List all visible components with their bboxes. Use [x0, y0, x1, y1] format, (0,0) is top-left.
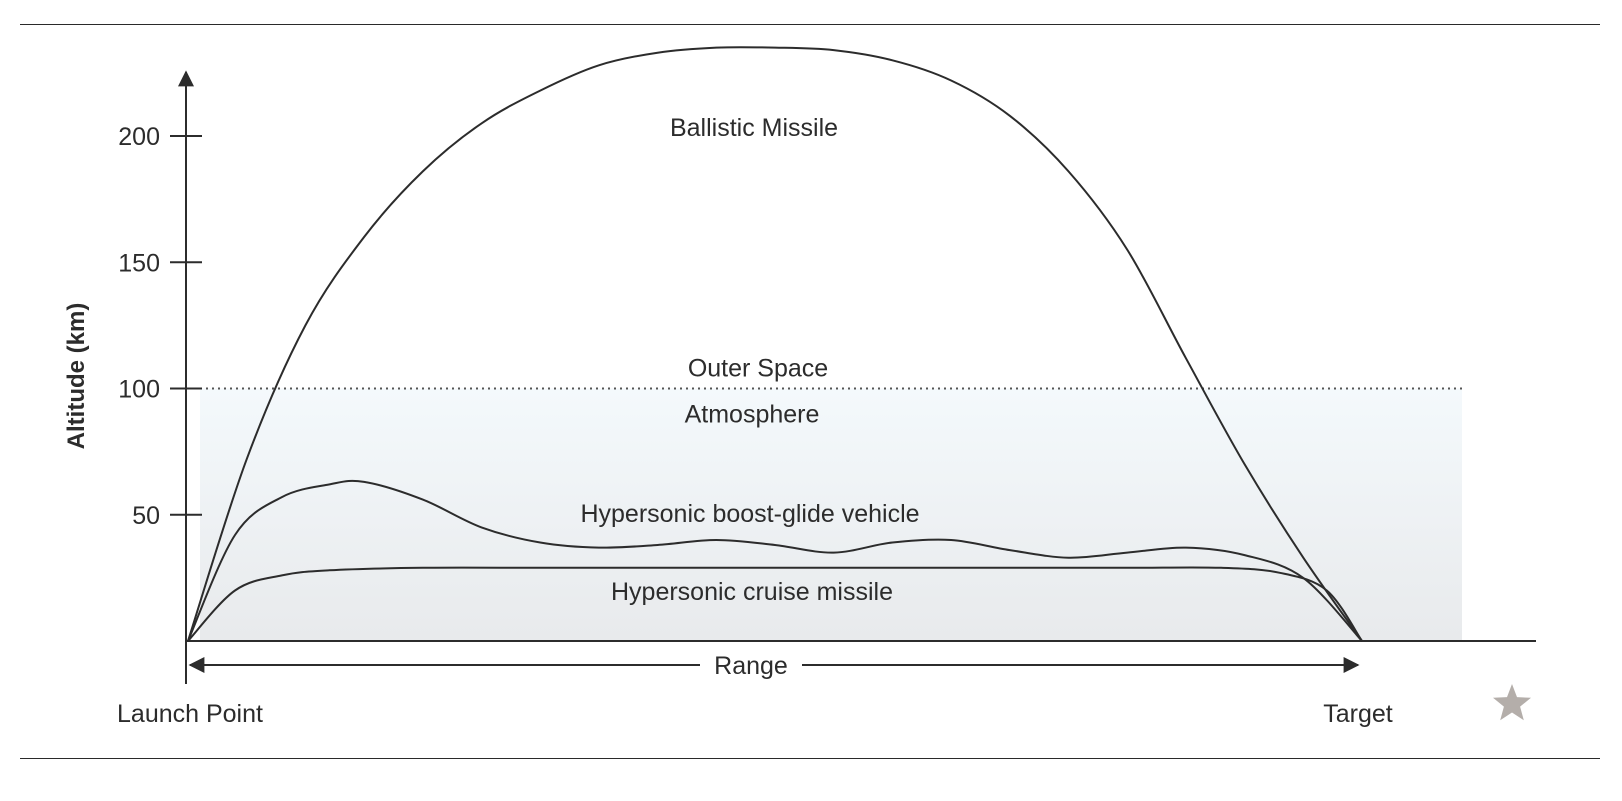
atmosphere-label: Atmosphere [685, 401, 820, 429]
y-tick-label: 100 [118, 376, 160, 404]
range-label: Range [714, 652, 788, 680]
boost-glide-curve [187, 479, 1363, 642]
boost-glide-label: Hypersonic boost-glide vehicle [580, 500, 919, 528]
top-frame-line [20, 24, 1600, 25]
ballistic-missile-curve [187, 46, 1363, 642]
ballistic-missile-label: Ballistic Missile [670, 114, 838, 142]
atmosphere-band [200, 388, 1462, 641]
y-axis-label: Altitude (km) [63, 303, 90, 450]
y-tick-label: 200 [118, 123, 160, 151]
launch-point-label: Launch Point [117, 700, 263, 728]
y-tick-label: 50 [132, 502, 160, 530]
trajectory-series [187, 46, 1363, 642]
cruise-missile-label: Hypersonic cruise missile [611, 578, 893, 606]
outer-space-label: Outer Space [688, 355, 828, 383]
y-tick-label: 150 [118, 249, 160, 277]
target-label: Target [1323, 700, 1393, 728]
star-icon [1493, 684, 1531, 721]
y-axis: 50 100 150 200 [118, 70, 202, 684]
bottom-frame-line [20, 758, 1600, 759]
cruise-missile-curve [187, 566, 1363, 642]
